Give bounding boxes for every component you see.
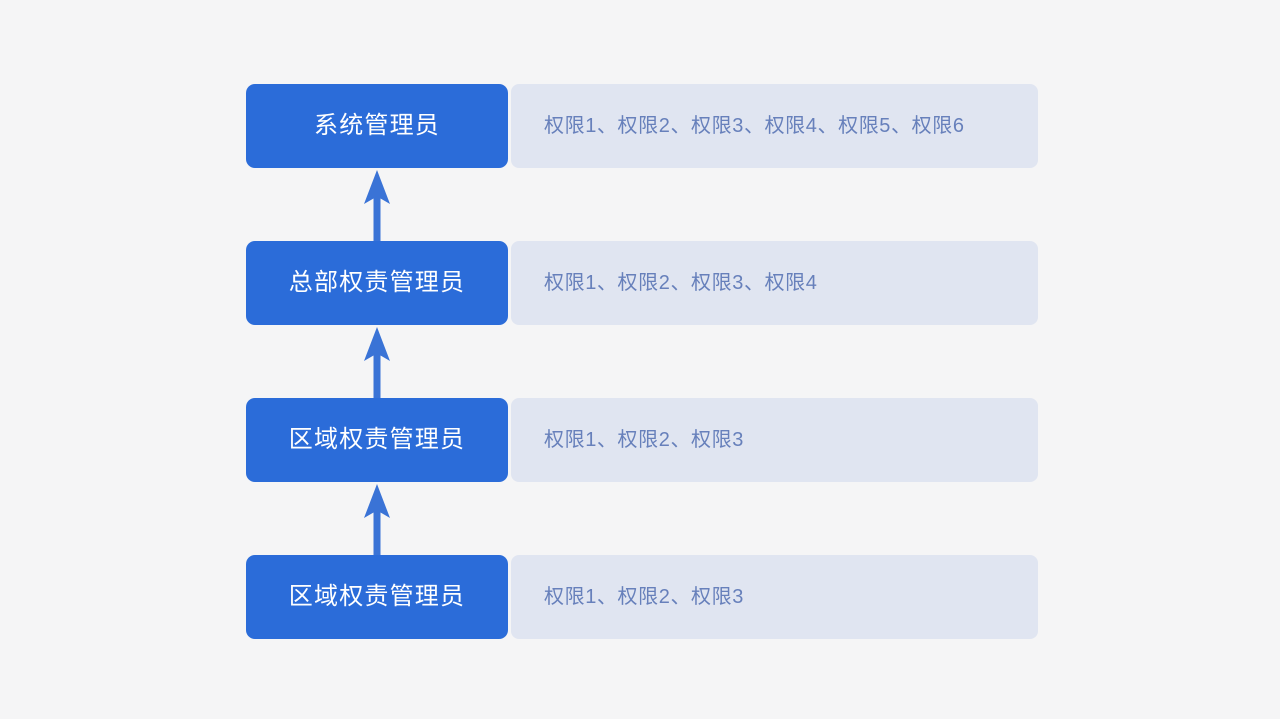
permission-panel[interactable]: 权限1、权限2、权限3、权限4、权限5、权限6	[511, 84, 1038, 168]
permission-list-text: 权限1、权限2、权限3、权限4	[544, 272, 818, 294]
arrow-up-icon	[359, 170, 395, 243]
role-box-region-admin-upper[interactable]: 区域权责管理员	[246, 398, 508, 482]
role-label: 区域权责管理员	[288, 426, 466, 453]
permission-list-text: 权限1、权限2、权限3	[544, 429, 744, 451]
role-label: 区域权责管理员	[288, 583, 466, 610]
role-label: 总部权责管理员	[288, 269, 466, 296]
role-box-system-admin[interactable]: 系统管理员	[246, 84, 508, 168]
arrow-up-icon	[359, 327, 395, 400]
role-label: 系统管理员	[314, 112, 440, 139]
role-box-region-admin-lower[interactable]: 区域权责管理员	[246, 555, 508, 639]
permission-panel[interactable]: 权限1、权限2、权限3	[511, 555, 1038, 639]
hierarchy-row: 系统管理员 权限1、权限2、权限3、权限4、权限5、权限6	[246, 84, 1038, 168]
permission-panel[interactable]: 权限1、权限2、权限3	[511, 398, 1038, 482]
hierarchy-row: 区域权责管理员 权限1、权限2、权限3	[246, 398, 1038, 482]
permission-list-text: 权限1、权限2、权限3	[544, 586, 744, 608]
hierarchy-row: 区域权责管理员 权限1、权限2、权限3	[246, 555, 1038, 639]
hierarchy-row: 总部权责管理员 权限1、权限2、权限3、权限4	[246, 241, 1038, 325]
permission-list-text: 权限1、权限2、权限3、权限4、权限5、权限6	[544, 115, 965, 137]
role-box-hq-admin[interactable]: 总部权责管理员	[246, 241, 508, 325]
permission-panel[interactable]: 权限1、权限2、权限3、权限4	[511, 241, 1038, 325]
arrow-up-icon	[359, 484, 395, 557]
